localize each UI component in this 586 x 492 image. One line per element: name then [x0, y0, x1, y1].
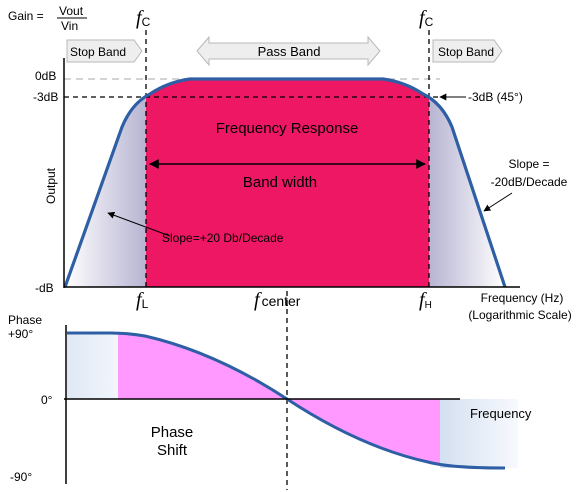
magnitude-response-curve	[63, 77, 507, 288]
phase-shift-label-line2: Shift	[157, 442, 188, 459]
frequency-axis-label-line2: (Logarithmic Scale)	[468, 308, 571, 322]
phase-shift-region-upper	[118, 333, 287, 399]
gain-prefix: Gain =	[8, 9, 44, 23]
phase-frequency-axis-label: Frequency	[470, 406, 532, 421]
phase-plus90-label: +90°	[8, 327, 33, 341]
phase-title: Phase	[8, 313, 42, 327]
cutoff-high-label: fC	[419, 7, 434, 29]
f-high-label: fH	[419, 289, 432, 311]
bandwidth-label: Band width	[243, 174, 317, 191]
left-rolloff-shading	[65, 97, 146, 287]
phase-shift-label-line1: Phase	[151, 424, 194, 441]
phase-shift-region-lower	[287, 399, 440, 465]
pass-band-label: Pass Band	[258, 44, 321, 59]
right-slope-label-line1: Slope =	[508, 157, 549, 171]
minus-3db-label: -3dB	[33, 90, 58, 104]
right-rolloff-shading	[429, 97, 505, 287]
frequency-axis-label-line1: Frequency (Hz)	[481, 291, 564, 305]
stop-band-left-label: Stop Band	[70, 45, 126, 59]
gain-numerator: Vout	[59, 4, 84, 18]
cutoff-low-label: fC	[136, 7, 151, 29]
left-slope-pointer	[107, 211, 171, 237]
phase-zero-label: 0°	[41, 393, 53, 407]
passband-region	[146, 79, 429, 287]
phase-flat-high-region	[67, 333, 118, 399]
output-axis-label: Output	[44, 167, 58, 204]
right-slope-label-line2: -20dB/Decade	[491, 175, 568, 189]
frequency-response-title: Frequency Response	[216, 120, 359, 137]
gain-denominator: Vin	[61, 19, 78, 33]
phase-flat-low-region	[440, 399, 518, 468]
minus-3db-note: -3dB (45°)	[468, 90, 523, 104]
right-slope-pointer	[483, 192, 513, 212]
zero-db-label: 0dB	[35, 69, 56, 83]
left-slope-label: Slope=+20 Db/Decade	[162, 231, 284, 245]
phase-minus90-label: -90°	[10, 470, 32, 484]
stop-band-right-label: Stop Band	[438, 45, 494, 59]
stop-band-right-arrow	[432, 39, 503, 63]
pass-band-arrow	[196, 35, 381, 67]
f-low-label: fL	[136, 289, 149, 311]
minus-db-label: -dB	[35, 281, 54, 295]
stop-band-left-arrow	[66, 39, 143, 63]
